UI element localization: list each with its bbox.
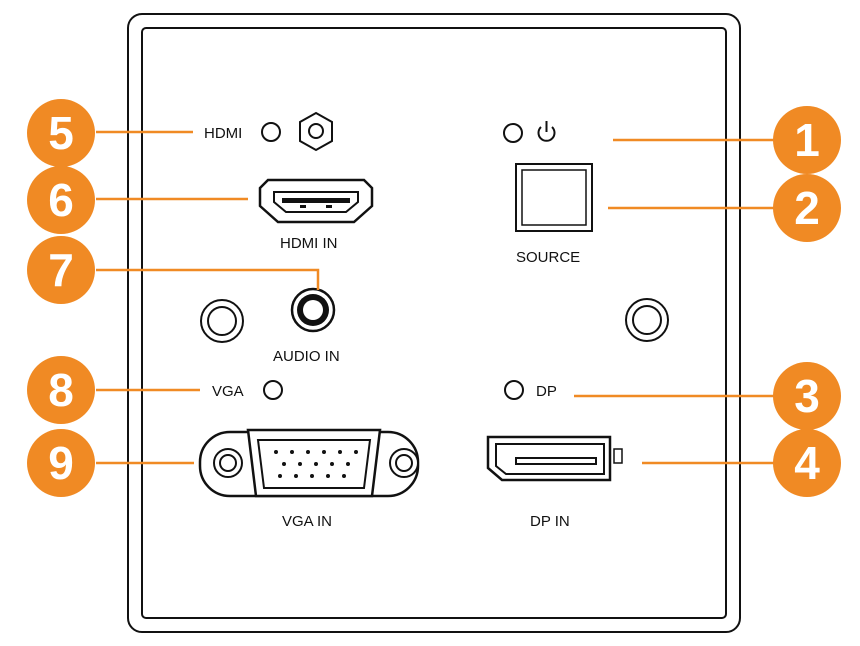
- screw-icon: [200, 299, 244, 343]
- dp-led-icon: [504, 380, 524, 400]
- power-icon: [537, 121, 556, 142]
- callout-1: 1: [773, 106, 841, 174]
- svg-text:1: 1: [794, 114, 820, 166]
- svg-text:5: 5: [48, 107, 74, 159]
- audio-jack-icon: [290, 287, 336, 333]
- callout-6: 6: [27, 166, 95, 234]
- source-label: SOURCE: [516, 249, 580, 266]
- vga-led-label: VGA: [212, 383, 244, 400]
- hdmi-port-icon: [258, 178, 374, 224]
- callout-9: 9: [27, 429, 95, 497]
- vga-port-icon: [198, 428, 420, 498]
- displayport-icon: [486, 435, 623, 482]
- svg-text:3: 3: [794, 370, 820, 422]
- svg-text:8: 8: [48, 364, 74, 416]
- dp-led-label: DP: [536, 383, 557, 400]
- callout-4: 4: [773, 429, 841, 497]
- source-button: [515, 163, 593, 232]
- svg-text:2: 2: [794, 182, 820, 234]
- hdmi-led-label: HDMI: [204, 125, 242, 142]
- callout-7: 7: [27, 236, 95, 304]
- callout-lines: [96, 130, 780, 465]
- svg-text:6: 6: [48, 174, 74, 226]
- screw-icon: [625, 298, 669, 342]
- dp-in-label: DP IN: [530, 513, 570, 530]
- hdmi-led-icon: [261, 122, 281, 142]
- callout-8: 8: [27, 356, 95, 424]
- hdmi-in-label: HDMI IN: [280, 235, 338, 252]
- svg-text:4: 4: [794, 437, 820, 489]
- audio-in-label: AUDIO IN: [273, 348, 340, 365]
- vga-led-icon: [263, 380, 283, 400]
- callout-5: 5: [27, 99, 95, 167]
- hex-nut-icon: [299, 111, 333, 152]
- svg-text:9: 9: [48, 437, 74, 489]
- power-led-icon: [503, 123, 523, 143]
- callout-3: 3: [773, 362, 841, 430]
- callout-2: 2: [773, 174, 841, 242]
- vga-in-label: VGA IN: [282, 513, 332, 530]
- svg-text:7: 7: [48, 244, 74, 296]
